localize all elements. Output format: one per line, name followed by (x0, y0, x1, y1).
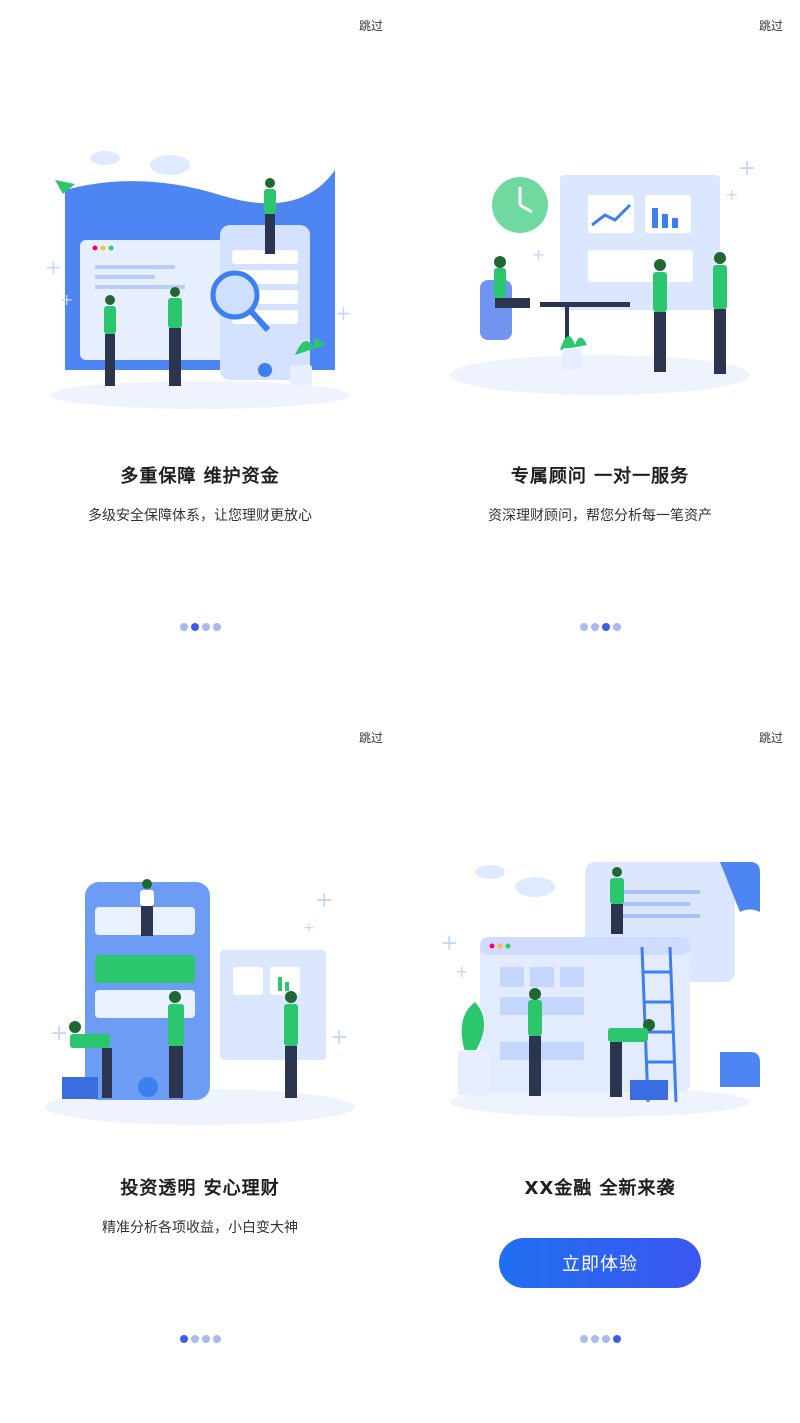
svg-text:+: + (532, 245, 545, 264)
page-dot-active (601, 623, 610, 631)
launch-illustration: ++ (440, 862, 760, 1117)
skip-button[interactable]: 跳过 (358, 731, 383, 745)
svg-text:+: + (335, 301, 352, 325)
page-dot (212, 623, 221, 631)
page-dot (190, 1335, 199, 1343)
svg-text:+: + (315, 888, 333, 913)
page-dot (579, 623, 588, 631)
skip-button[interactable]: 跳过 (758, 731, 783, 745)
page-dot (601, 1335, 610, 1343)
security-illustration: + + + (45, 151, 352, 409)
page-dot (579, 1335, 588, 1343)
svg-text:+: + (50, 1021, 68, 1046)
svg-text:+: + (303, 920, 315, 936)
page-dot-active (612, 1335, 621, 1343)
onboarding-screen-2: 跳过 +++ 专属顾问 一对一服务 资深理财顾问，帮您分析每一笔资产 (400, 0, 800, 711)
page-dot-active (179, 1335, 188, 1343)
svg-text:+: + (60, 290, 73, 309)
page-dot (590, 1335, 599, 1343)
svg-text:+: + (45, 255, 62, 279)
page-indicator (400, 1335, 800, 1343)
page-dot-active (190, 623, 199, 631)
page-title: 投资透明 安心理财 (120, 1178, 280, 1199)
page-title: 多重保障 维护资金 (120, 466, 280, 487)
page-subtitle: 多级安全保障体系，让您理财更放心 (88, 508, 312, 524)
investment-illustration: ++++ (45, 879, 355, 1125)
svg-text:+: + (440, 931, 458, 956)
skip-button[interactable]: 跳过 (358, 19, 383, 33)
page-indicator (0, 1335, 400, 1343)
page-dot (201, 1335, 210, 1343)
onboarding-screen-3: 跳过 ++++ 投资透明 安心理财 精准分析各项收益，小白变大神 (0, 712, 400, 1423)
svg-text:+: + (330, 1025, 348, 1050)
page-dot (201, 623, 210, 631)
page-title: XX金融 全新来袭 (524, 1178, 676, 1199)
page-dot (179, 623, 188, 631)
onboarding-screen-1: 跳过 + + + 多重保障 维护资金 多级安全保障体系，让您理财更放心 (0, 0, 400, 711)
page-indicator (0, 623, 400, 631)
svg-text:+: + (725, 185, 738, 204)
svg-text:+: + (738, 156, 756, 181)
onboarding-screen-4: 跳过 ++ XX金融 全新来袭 立即体验 (400, 712, 800, 1423)
skip-button[interactable]: 跳过 (758, 19, 783, 33)
svg-text:+: + (455, 962, 468, 981)
page-subtitle: 资深理财顾问，帮您分析每一笔资产 (488, 508, 712, 524)
advisor-illustration: +++ (450, 156, 756, 395)
page-dot (590, 623, 599, 631)
page-title: 专属顾问 一对一服务 (510, 466, 690, 487)
page-subtitle: 精准分析各项收益，小白变大神 (102, 1220, 298, 1236)
start-now-button[interactable]: 立即体验 (499, 1238, 701, 1288)
page-dot (612, 623, 621, 631)
page-dot (212, 1335, 221, 1343)
page-indicator (400, 623, 800, 631)
